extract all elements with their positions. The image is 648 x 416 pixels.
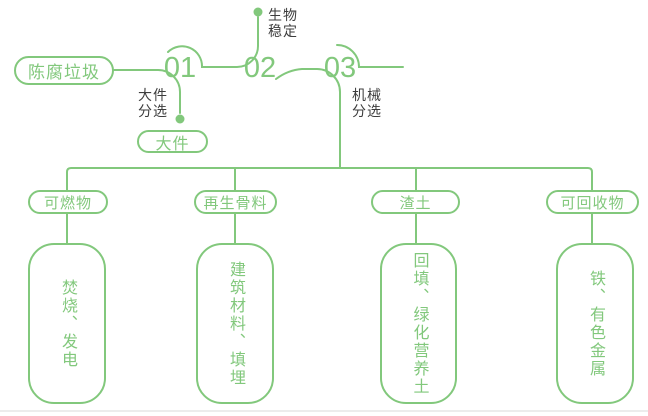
line-02-to-03-descent: [275, 68, 341, 169]
category-label: 可燃物: [43, 194, 92, 212]
stage-number-01: 01: [163, 52, 197, 84]
line-source-to-01: [113, 69, 181, 114]
bulky-output-label: 大件: [155, 135, 190, 153]
stage-number-02: 02: [243, 52, 277, 84]
result-text: 回填、绿化营养土: [410, 251, 428, 396]
category-label: 可回收物: [560, 194, 625, 212]
category-pill-slag-soil: 渣土: [371, 190, 460, 214]
result-text: 焚烧、发电: [59, 278, 76, 369]
distributor-rail: [66, 167, 593, 191]
result-box-building-material: 建筑材料、填埋: [196, 243, 274, 404]
stage-label-mechanical-sorting: 机械 分选: [352, 87, 382, 119]
stage-label-bulky-sorting: 大件 分选: [138, 87, 168, 119]
result-box-metals: 铁、有色金属: [556, 243, 634, 404]
category-label: 渣土: [399, 194, 432, 212]
result-text: 建筑材料、填埋: [227, 260, 244, 387]
category-label: 再生骨料: [203, 194, 268, 212]
category-pill-recyclables: 可回收物: [546, 190, 639, 214]
result-text: 铁、有色金属: [587, 269, 604, 378]
line-03-exit: [336, 44, 404, 68]
source-label: 陈腐垃圾: [28, 63, 100, 82]
dot-bulky-branch: [175, 114, 185, 124]
page-bottom-rule: [0, 410, 648, 412]
line-01-to-02: [167, 16, 259, 68]
stage-label-bio-stabilize: 生物 稳定: [268, 7, 298, 39]
category-pill-recycled-aggregate: 再生骨料: [194, 190, 277, 214]
bulky-output-pill: 大件: [137, 130, 208, 153]
dot-bio-branch: [253, 7, 263, 17]
category-pill-combustible: 可燃物: [28, 190, 108, 214]
result-box-incineration: 焚烧、发电: [28, 243, 106, 404]
result-box-backfill: 回填、绿化营养土: [380, 243, 457, 404]
stage-number-03: 03: [323, 52, 357, 84]
source-pill: 陈腐垃圾: [14, 56, 114, 85]
